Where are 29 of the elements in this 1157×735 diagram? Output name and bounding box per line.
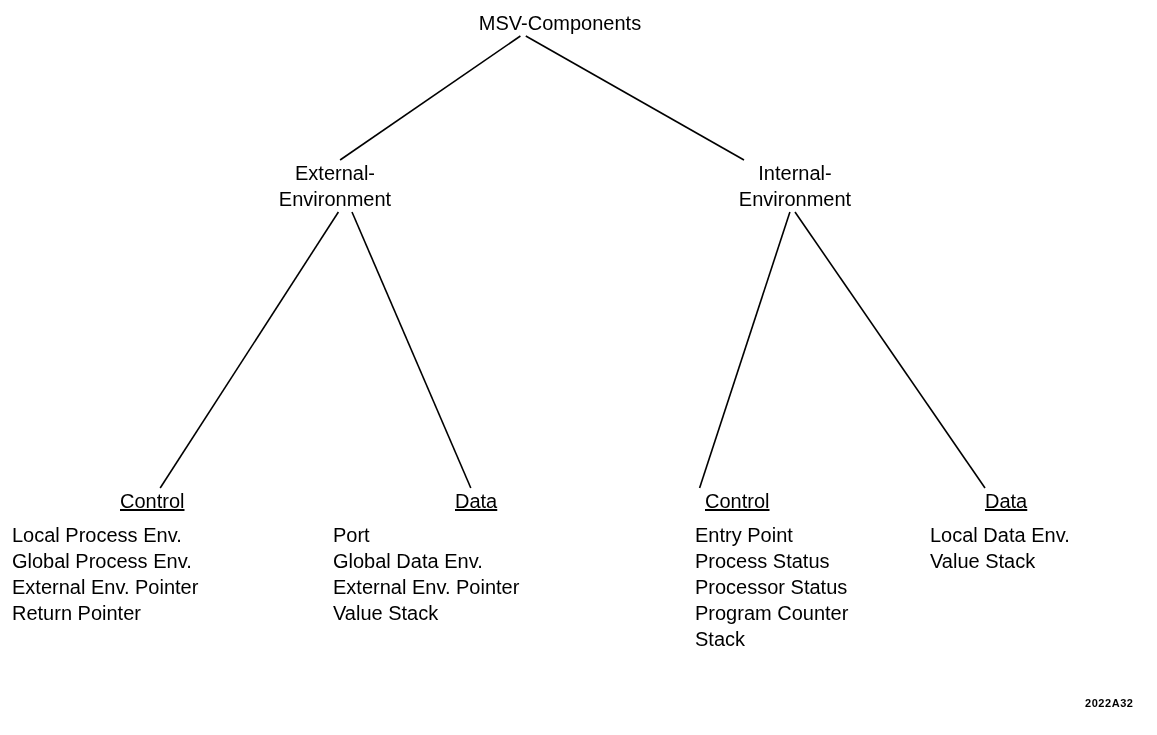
list-item: Processor Status <box>695 575 848 600</box>
connector-line <box>339 35 522 161</box>
list-item: Local Process Env. <box>12 523 182 548</box>
list-item: Value Stack <box>333 601 439 626</box>
list-item: Stack <box>695 627 746 652</box>
list-item: External Env. Pointer <box>12 575 199 600</box>
connector-line <box>794 211 986 489</box>
list-item: Return Pointer <box>12 601 141 626</box>
list-item: Entry Point <box>695 523 793 548</box>
list-item: Global Data Env. <box>333 549 483 574</box>
connector-line <box>159 211 340 489</box>
connector-line <box>351 211 472 489</box>
list-item: Global Process Env. <box>12 549 192 574</box>
list-item: Value Stack <box>930 549 1036 574</box>
connector-line <box>525 35 745 161</box>
node-label: External- Environment <box>277 161 393 212</box>
connector-line <box>698 211 791 489</box>
node-label: MSV-Components <box>478 11 642 36</box>
list-item: Process Status <box>695 549 830 574</box>
category-heading: Control <box>120 489 185 514</box>
category-heading: Control <box>705 489 770 514</box>
list-item: External Env. Pointer <box>333 575 520 600</box>
list-item: Local Data Env. <box>930 523 1070 548</box>
category-heading: Data <box>985 489 1028 514</box>
category-heading: Data <box>455 489 498 514</box>
list-item: Port <box>333 523 370 548</box>
figure-number: 2022A32 <box>1085 696 1134 711</box>
node-label: Internal- Environment <box>737 161 853 212</box>
list-item: Program Counter <box>695 601 849 626</box>
